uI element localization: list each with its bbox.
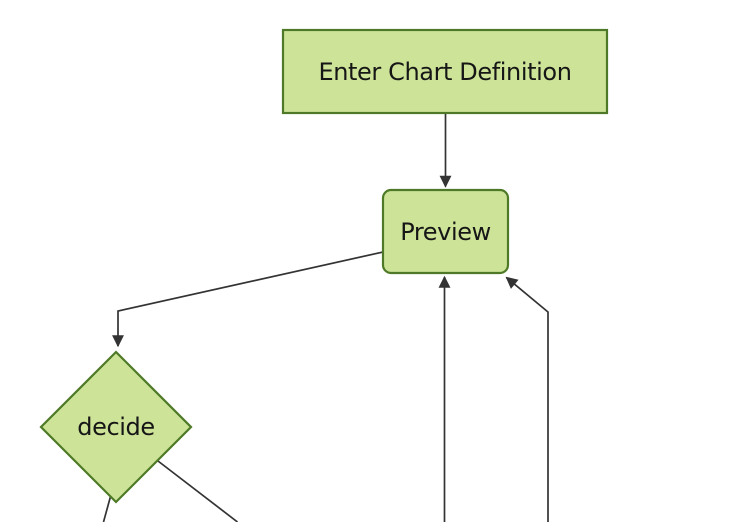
node-preview-label: Preview (400, 218, 491, 246)
edge-layer (102, 113, 549, 522)
node-enter-chart-definition-shape (281, 28, 609, 115)
node-enter-chart-definition-label: Enter Chart Definition (318, 58, 571, 86)
node-preview: Preview (381, 188, 510, 275)
node-decide-shape (39, 350, 193, 504)
edge-bottom-right-to-preview (505, 276, 549, 522)
node-decide: decide (39, 350, 193, 504)
node-decide-label: decide (77, 413, 154, 441)
node-preview-shape (381, 188, 510, 275)
edge-preview-to-decide (112, 251, 384, 348)
edge-decide-out-left (102, 496, 112, 522)
edge-decide-out-right (157, 460, 239, 522)
node-enter-chart-definition: Enter Chart Definition (281, 28, 609, 115)
